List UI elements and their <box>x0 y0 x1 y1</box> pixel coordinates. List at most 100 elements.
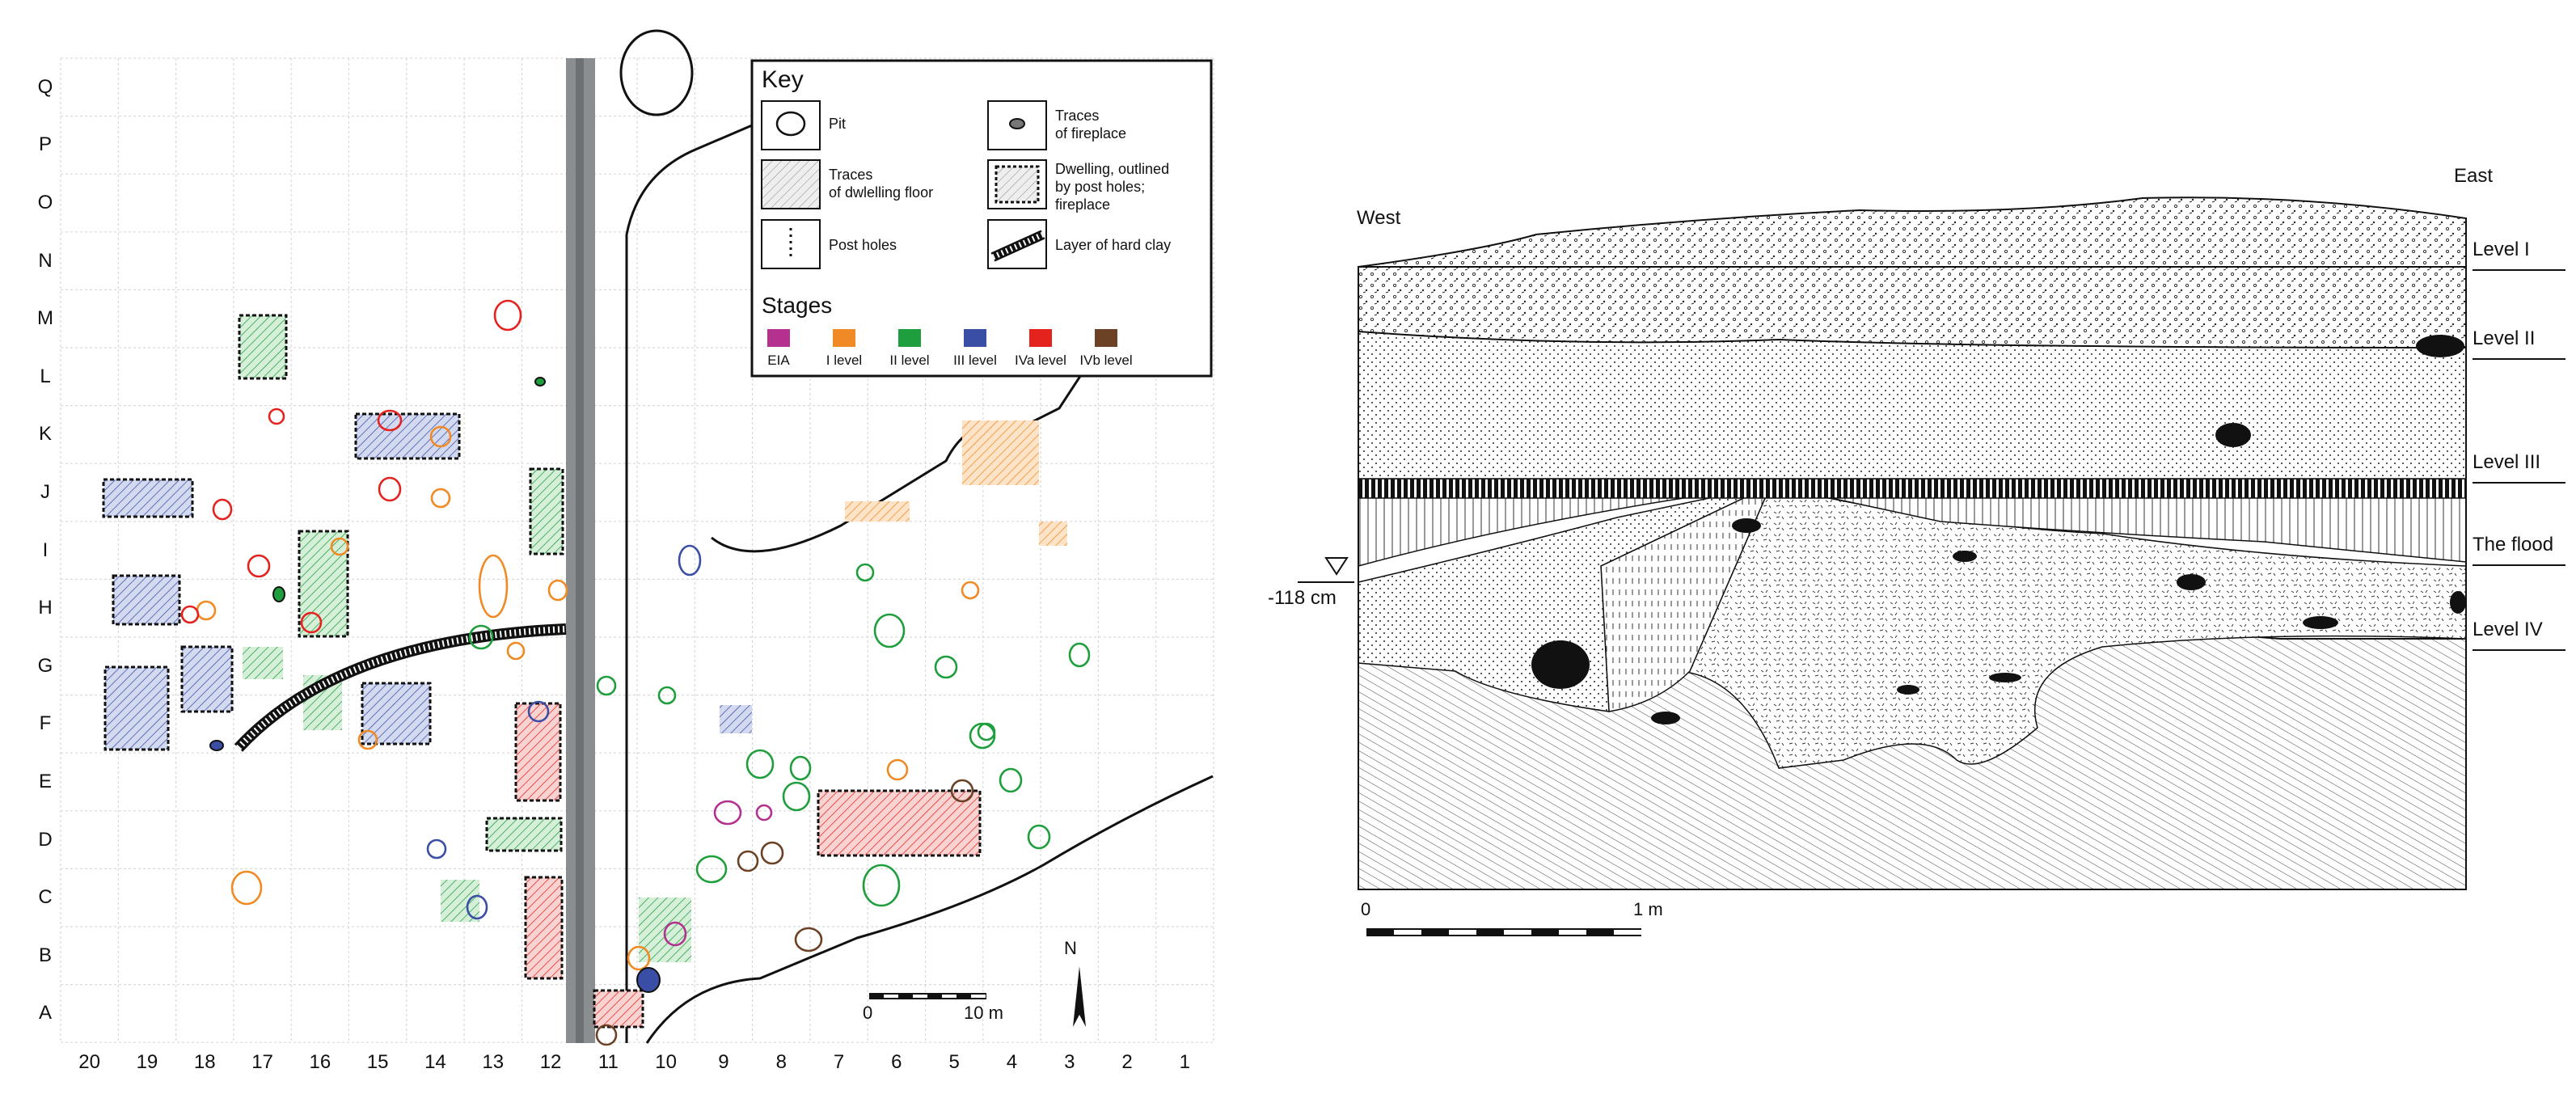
key-item-dwelling-floor: Traces of dwlelling floor <box>829 167 934 201</box>
pit <box>377 409 403 432</box>
pit <box>506 641 526 661</box>
pit <box>950 779 974 803</box>
pit <box>180 605 200 624</box>
key-title: Key <box>762 66 804 93</box>
pit <box>595 1024 618 1046</box>
dwelling-outline-icon <box>995 165 1040 204</box>
pit <box>430 488 451 509</box>
level-III-layer <box>1358 484 2467 567</box>
pit <box>678 544 702 577</box>
pit <box>663 921 687 947</box>
pit-icon <box>775 111 806 137</box>
depth-label: -118 cm <box>1268 587 1337 609</box>
col-label-17: 17 <box>251 1051 273 1073</box>
col-label-19: 19 <box>136 1051 158 1073</box>
col-label-13: 13 <box>482 1051 505 1073</box>
row-label-N: N <box>38 249 53 272</box>
plan-scale-start: 0 <box>863 1003 873 1023</box>
pit <box>794 927 823 952</box>
stage-swatch <box>833 329 855 347</box>
pit <box>1068 642 1091 668</box>
fireplace <box>272 586 285 602</box>
col-label-6: 6 <box>891 1051 902 1073</box>
level-label: Level I <box>2473 239 2565 271</box>
pit <box>196 600 217 621</box>
fireplace <box>534 377 546 386</box>
hard-clay-icon <box>990 230 1045 262</box>
pit <box>300 611 323 634</box>
col-label-9: 9 <box>718 1051 729 1073</box>
col-label-8: 8 <box>775 1051 787 1073</box>
level-II-layer <box>1358 331 2467 479</box>
row-label-C: C <box>38 886 53 909</box>
pit <box>429 425 452 448</box>
pit <box>378 476 402 502</box>
stage-label: EIA <box>767 353 790 368</box>
col-label-10: 10 <box>655 1051 677 1073</box>
row-label-A: A <box>38 1002 52 1024</box>
stone-inclusions <box>1531 335 2466 724</box>
fireplace <box>209 740 224 751</box>
col-label-15: 15 <box>366 1051 389 1073</box>
col-label-5: 5 <box>948 1051 960 1073</box>
row-label-G: G <box>37 654 53 677</box>
section-scale-bar <box>1366 928 1641 936</box>
pit <box>247 554 271 578</box>
plan-scale-bar <box>869 993 986 999</box>
key-item-pit: Pit <box>829 116 847 132</box>
col-label-20: 20 <box>78 1051 100 1073</box>
stages-title: Stages <box>762 293 833 318</box>
section-profile <box>1298 196 2467 936</box>
pit <box>357 729 378 750</box>
row-label-H: H <box>38 597 53 619</box>
dwelling-floors <box>102 314 982 1029</box>
key-item-hard-clay: Layer of hard clay <box>1055 237 1172 253</box>
pit <box>999 767 1023 793</box>
key-item-fireplace: Traces of fireplace <box>1055 108 1127 142</box>
row-label-K: K <box>38 423 52 446</box>
row-label-P: P <box>38 133 52 156</box>
row-label-E: E <box>38 771 52 792</box>
level-label: Level IV <box>2473 619 2565 651</box>
pit <box>493 299 522 332</box>
col-label-1: 1 <box>1179 1051 1191 1073</box>
stage-label: IVa level <box>1015 353 1066 368</box>
black-band <box>1358 478 2467 499</box>
level-label: The flood <box>2473 534 2565 566</box>
stage-label: IVb level <box>1079 353 1133 368</box>
pit <box>527 700 550 723</box>
stage-swatch <box>964 329 986 347</box>
vertical-lens <box>1600 484 1772 712</box>
stage-label: I level <box>826 353 863 368</box>
pit <box>745 749 775 779</box>
west-label: West <box>1357 207 1401 229</box>
stage-swatch <box>1029 329 1052 347</box>
row-label-D: D <box>38 828 53 851</box>
pit <box>961 581 980 600</box>
pit <box>977 722 996 741</box>
row-label-B: B <box>38 944 52 966</box>
depth-marker-icon <box>1324 557 1349 576</box>
pit <box>760 841 784 865</box>
col-label-18: 18 <box>193 1051 216 1073</box>
row-label-O: O <box>37 192 53 213</box>
pit <box>855 563 875 582</box>
col-label-3: 3 <box>1064 1051 1075 1073</box>
col-label-11: 11 <box>598 1051 619 1073</box>
stage-swatch <box>898 329 921 347</box>
key-box <box>750 59 1213 378</box>
east-label: East <box>2454 165 2494 187</box>
hard-clay-layer <box>234 623 567 752</box>
row-label-Q: Q <box>37 75 53 98</box>
stage-label: III level <box>953 353 997 368</box>
north-arrow-icon <box>1073 966 1086 1027</box>
col-label-12: 12 <box>539 1051 562 1073</box>
stage-swatch <box>767 329 790 347</box>
col-label-2: 2 <box>1121 1051 1133 1073</box>
pit-boundary-north <box>619 29 694 116</box>
fireplace-icon <box>1009 118 1025 129</box>
pit <box>873 613 906 648</box>
fireplace <box>636 967 661 993</box>
level-I-layer <box>1358 196 2467 349</box>
